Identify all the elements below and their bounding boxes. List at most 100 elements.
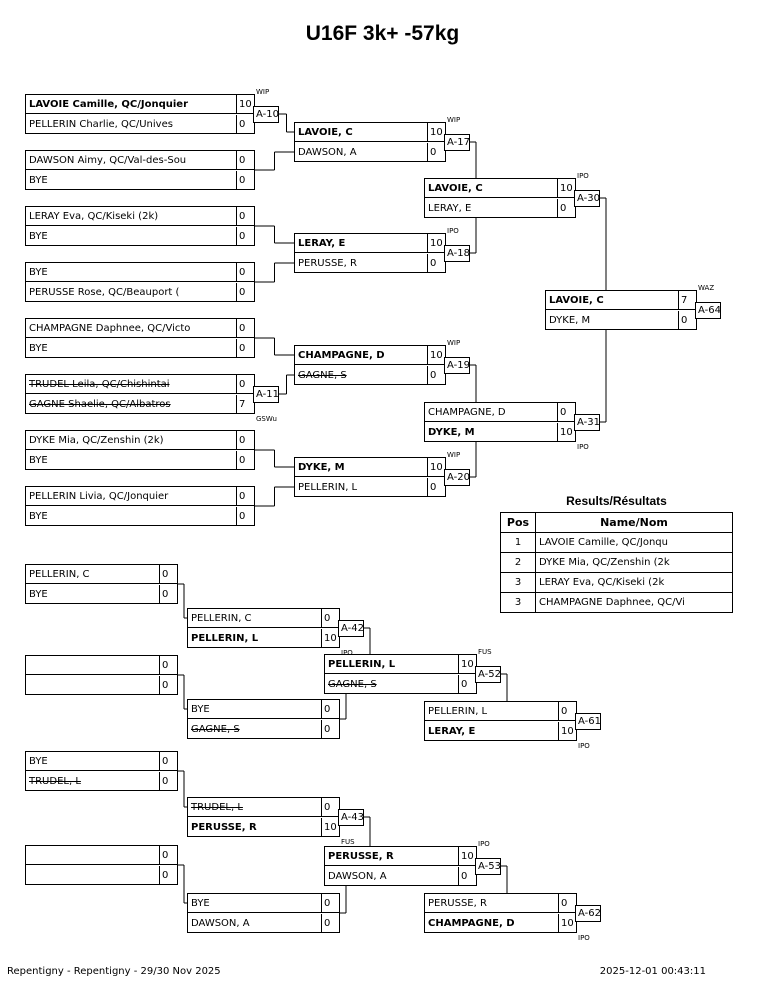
competitor-name: LAVOIE, C [425, 179, 557, 198]
result-code: WIP [447, 451, 461, 459]
competitor-score: 10 [236, 95, 254, 114]
competitor-name: DAWSON, A [191, 918, 250, 929]
results-pos: 1 [500, 532, 536, 553]
match-number: A-20 [444, 469, 470, 486]
competitor-score: 0 [557, 403, 575, 422]
result-code: WAZ [698, 284, 715, 292]
competitor-name: TRUDEL Leila, QC/Chishintai [26, 375, 236, 394]
competitor-name: DYKE, M [549, 315, 591, 326]
competitor-score: 0 [236, 263, 254, 282]
footer-timestamp: 2025-12-01 00:43:11 [599, 966, 706, 977]
competitor-name: GAGNE, S [298, 370, 347, 381]
competitor-score: 0 [236, 375, 254, 394]
competitor-name: BYE [29, 175, 48, 186]
match-number: A-52 [475, 666, 501, 683]
competitor-name: LAVOIE, C [546, 291, 678, 310]
competitor-score: 0 [236, 151, 254, 170]
competitor-score: 0 [236, 171, 254, 190]
competitor-score: 0 [159, 656, 177, 675]
competitor-name: CHAMPAGNE, D [425, 403, 557, 422]
result-code: IPO [577, 172, 589, 180]
competitor-score: 0 [236, 487, 254, 506]
competitor-name: LAVOIE Camille, QC/Jonquier [26, 95, 236, 114]
result-code: FUS [478, 648, 492, 656]
result-code: WIP [447, 116, 461, 124]
competitor-score: 0 [236, 507, 254, 526]
match-number: A-18 [444, 245, 470, 262]
competitor-score: 0 [236, 451, 254, 470]
competitor-score: 10 [558, 914, 576, 933]
competitor-score: 0 [236, 207, 254, 226]
competitor-name: BYE [188, 894, 321, 913]
competitor-score: 10 [558, 722, 576, 741]
competitor-name: PELLERIN, L [191, 633, 259, 644]
match-number: A-10 [253, 106, 279, 123]
competitor-name: GAGNE, S [191, 724, 240, 735]
competitor-name: LERAY, E [428, 726, 476, 737]
competitor-name: TRUDEL, L [29, 776, 81, 787]
result-code: IPO [341, 649, 353, 657]
competitor-name: CHAMPAGNE, D [428, 918, 515, 929]
competitor-score: 0 [236, 319, 254, 338]
competitor-score: 0 [236, 115, 254, 134]
competitor-score: 10 [458, 655, 476, 674]
competitor-name: PERUSSE Rose, QC/Beauport ( [29, 287, 180, 298]
match-number: A-64 [695, 302, 721, 319]
competitor-score: 0 [236, 227, 254, 246]
competitor-score: 10 [557, 179, 575, 198]
results-name: LAVOIE Camille, QC/Jonqu [535, 532, 733, 553]
page-title: U16F 3k+ -57kg [305, 22, 460, 45]
competitor-name: PELLERIN, C [188, 609, 321, 628]
competitor-score: 0 [427, 366, 445, 385]
competitor-score: 10 [458, 847, 476, 866]
competitor-name: BYE [26, 752, 159, 771]
competitor-name: BYE [188, 700, 321, 719]
competitor-name: LERAY, E [428, 203, 472, 214]
competitor-name: LAVOIE, C [295, 123, 427, 142]
competitor-name: LERAY, E [295, 234, 427, 253]
results-header-pos: Pos [500, 512, 536, 533]
match-number: A-11 [253, 386, 279, 403]
result-code: GSWu [256, 415, 277, 423]
match-number: A-30 [574, 190, 600, 207]
match-number: A-42 [338, 620, 364, 637]
competitor-name: PERUSSE, R [298, 258, 357, 269]
footer-event-info: Repentigny - Repentigny - 29/30 Nov 2025 [7, 966, 221, 977]
competitor-score: 0 [321, 720, 339, 739]
competitor-score: 0 [159, 772, 177, 791]
competitor-name: CHAMPAGNE, D [295, 346, 427, 365]
competitor-name: BYE [29, 231, 48, 242]
result-code: FUS [341, 838, 355, 846]
competitor-score: 0 [427, 478, 445, 497]
results-name: DYKE Mia, QC/Zenshin (2k [535, 552, 733, 573]
competitor-score: 7 [678, 291, 696, 310]
competitor-score: 0 [159, 676, 177, 695]
competitor-name [26, 866, 159, 885]
competitor-score: 0 [458, 675, 476, 694]
competitor-name: PELLERIN Charlie, QC/Unives [29, 119, 173, 130]
results-name: CHAMPAGNE Daphnee, QC/Vi [535, 592, 733, 613]
match-number: A-53 [475, 858, 501, 875]
competitor-name: PELLERIN Livia, QC/Jonquier [26, 487, 236, 506]
competitor-name: DAWSON Aimy, QC/Val-des-Sou [26, 151, 236, 170]
competitor-score: 0 [159, 846, 177, 865]
match-number: A-17 [444, 134, 470, 151]
match-number: A-61 [575, 713, 601, 730]
